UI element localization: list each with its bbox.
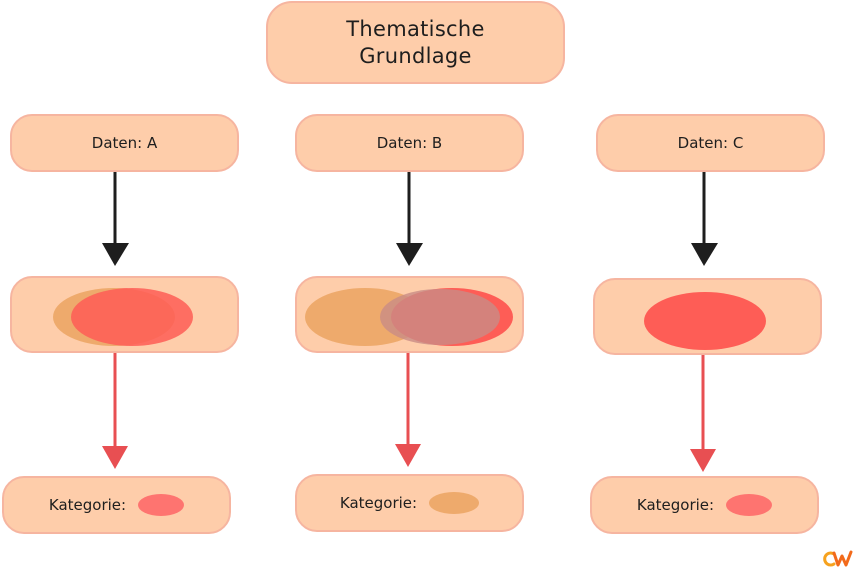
category-a-swatch	[138, 494, 185, 516]
category-b-label: Kategorie:	[339, 494, 418, 512]
data-a-label: Daten: A	[91, 134, 158, 152]
data-b-label: Daten: B	[376, 134, 443, 152]
red-arrow-a	[102, 353, 128, 469]
title-text: Thematische Grundlage	[346, 16, 485, 68]
data-c-label: Daten: C	[677, 134, 744, 152]
red-arrow-b	[395, 353, 421, 467]
data-b-box: Daten: B	[295, 114, 524, 172]
black-arrow-a	[102, 172, 129, 266]
category-c-label: Kategorie:	[636, 496, 715, 514]
black-arrow-b	[396, 172, 423, 266]
category-b-swatch	[429, 492, 480, 514]
category-b-box: Kategorie:	[295, 474, 524, 532]
ellipses-c	[644, 292, 766, 350]
black-arrow-c	[691, 172, 718, 266]
ellipse-c-red	[644, 292, 766, 350]
ellipse-a-red	[71, 288, 193, 346]
ellipses-b	[305, 288, 513, 346]
data-a-box: Daten: A	[10, 114, 239, 172]
cw-logo-icon	[823, 550, 853, 567]
ellipses-a	[53, 288, 193, 346]
red-arrow-c	[690, 355, 716, 472]
ellipse-b-overlap	[380, 289, 500, 345]
thematische-grundlage-box: Thematische Grundlage	[266, 1, 565, 84]
category-a-label: Kategorie:	[48, 496, 127, 514]
category-c-swatch	[726, 494, 773, 516]
category-a-box: Kategorie:	[2, 476, 231, 534]
category-c-box: Kategorie:	[590, 476, 819, 534]
data-c-box: Daten: C	[596, 114, 825, 172]
